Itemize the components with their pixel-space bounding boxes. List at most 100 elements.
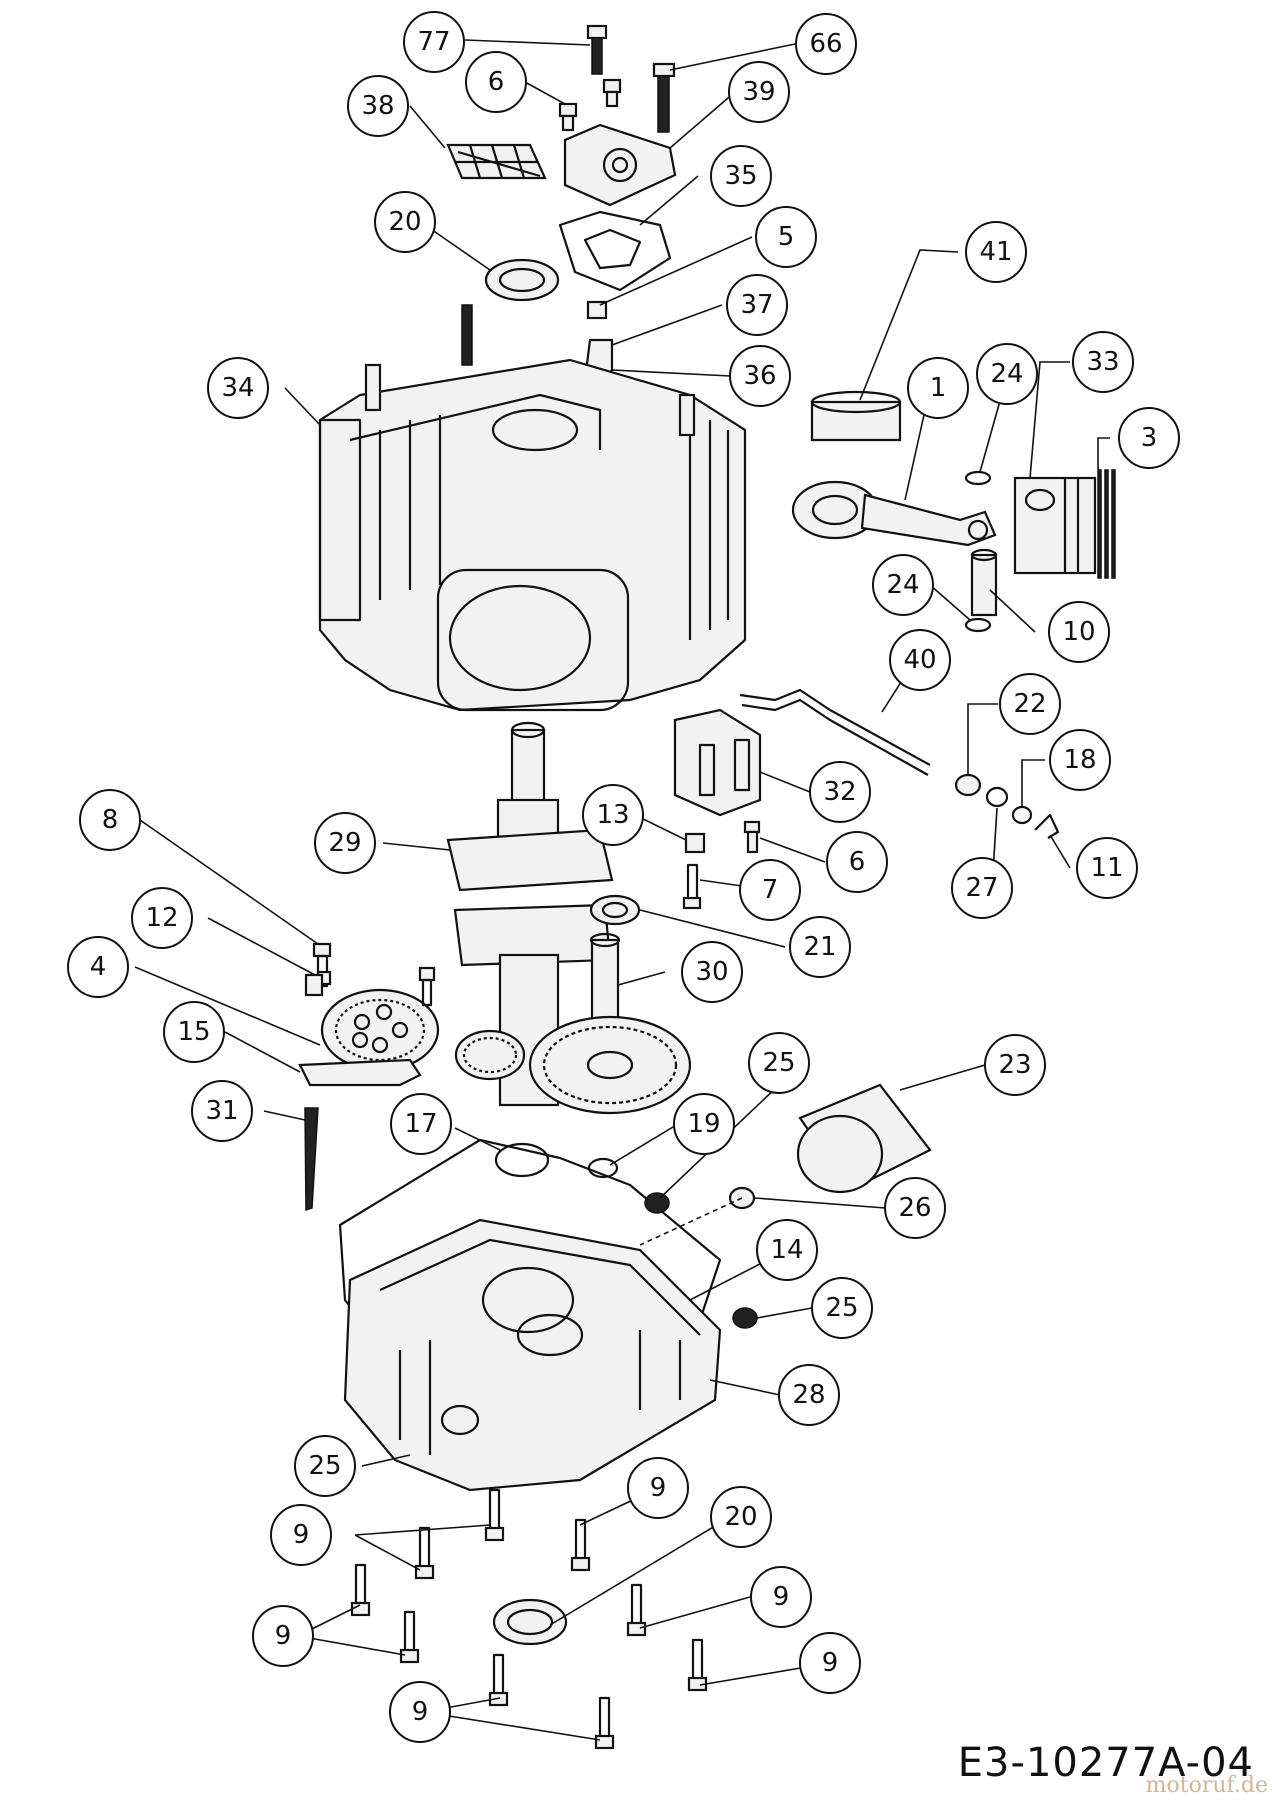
callout-circle xyxy=(999,673,1061,735)
callout-label: 24 xyxy=(886,570,919,600)
callout-label: 27 xyxy=(965,873,998,903)
part-9-bolt xyxy=(399,1610,420,1664)
callout-30: 30 xyxy=(681,941,743,1003)
callout-label: 29 xyxy=(328,828,361,858)
callout-circle xyxy=(582,784,644,846)
part-6-bolt-mid xyxy=(743,820,761,854)
callout-label: 10 xyxy=(1062,617,1095,647)
part-34-engine-block xyxy=(318,304,747,712)
callout-circle xyxy=(778,1364,840,1426)
callout-35: 35 xyxy=(710,145,772,207)
callout-label: 34 xyxy=(221,373,254,403)
callout-label: 39 xyxy=(742,77,775,107)
part-1-connecting-rod xyxy=(791,480,997,547)
part-66-bolt xyxy=(652,62,676,133)
callout-label: 15 xyxy=(177,1017,210,1047)
callout-label: 26 xyxy=(898,1193,931,1223)
part-9-bolt xyxy=(484,1488,505,1542)
callout-3: 3 xyxy=(1118,407,1180,469)
part-9-bolt xyxy=(687,1638,708,1692)
callout-20: 20 xyxy=(374,191,436,253)
part-5-nut xyxy=(586,300,608,320)
part-19-washer xyxy=(587,1157,619,1179)
part-9-bolts xyxy=(350,1488,708,1750)
callout-36: 36 xyxy=(729,345,791,407)
callout-18: 18 xyxy=(1049,729,1111,791)
callout-29: 29 xyxy=(314,812,376,874)
part-22-bushing xyxy=(954,773,982,797)
part-32-rocker-assembly xyxy=(673,708,762,817)
callout-31: 31 xyxy=(191,1080,253,1142)
callout-6: 6 xyxy=(826,831,888,893)
callout-circle xyxy=(884,1177,946,1239)
callout-4: 4 xyxy=(67,936,129,998)
callout-21: 21 xyxy=(789,916,851,978)
callout-circle xyxy=(907,357,969,419)
callout-label: 40 xyxy=(903,645,936,675)
callout-23: 23 xyxy=(984,1034,1046,1096)
callout-circle xyxy=(163,1001,225,1063)
watermark-logo: motoruf.de xyxy=(1145,1773,1268,1798)
callout-circle xyxy=(710,145,772,207)
callout-label: 5 xyxy=(778,222,795,252)
callout-circle xyxy=(748,1032,810,1094)
part-40-governor-shaft xyxy=(739,688,931,776)
callout-label: 9 xyxy=(773,1582,790,1612)
callout-39: 39 xyxy=(728,61,790,123)
part-18-washer xyxy=(1011,805,1033,825)
callout-circle xyxy=(270,1504,332,1566)
callout-14: 14 xyxy=(756,1219,818,1281)
callout-25: 25 xyxy=(748,1032,810,1094)
part-29-crankshaft xyxy=(446,721,614,1107)
callout-25: 25 xyxy=(294,1435,356,1497)
callout-label: 66 xyxy=(809,29,842,59)
callout-label: 28 xyxy=(792,1380,825,1410)
drawing-code: E3-10277A-04 xyxy=(957,1740,1254,1786)
callout-label: 6 xyxy=(849,847,866,877)
callout-label: 12 xyxy=(145,903,178,933)
callout-17: 17 xyxy=(390,1093,452,1155)
callout-circle xyxy=(681,941,743,1003)
part-9-bolt xyxy=(626,1583,647,1637)
callout-label: 20 xyxy=(724,1502,757,1532)
callout-circle xyxy=(390,1093,452,1155)
part-3-piston-rings xyxy=(1097,469,1116,579)
callout-9: 9 xyxy=(627,1457,689,1519)
callout-circle xyxy=(984,1034,1046,1096)
part-4-oil-pump xyxy=(320,966,440,1072)
callout-9: 9 xyxy=(750,1566,812,1628)
callout-label: 25 xyxy=(762,1048,795,1078)
callout-circle xyxy=(79,789,141,851)
callout-circle xyxy=(131,887,193,949)
callout-label: 77 xyxy=(417,27,450,57)
callout-circle xyxy=(789,916,851,978)
part-31-gasket-strip xyxy=(304,1107,319,1212)
callout-10: 10 xyxy=(1048,601,1110,663)
callout-5: 5 xyxy=(755,206,817,268)
callout-9: 9 xyxy=(799,1632,861,1694)
callout-28: 28 xyxy=(778,1364,840,1426)
callout-40: 40 xyxy=(889,629,951,691)
callout-circle xyxy=(347,75,409,137)
part-6-bolt-top xyxy=(558,78,622,132)
callout-1: 1 xyxy=(907,357,969,419)
part-30-cam-gear xyxy=(528,1015,692,1115)
parts-layer xyxy=(298,24,1116,1750)
callout-6: 6 xyxy=(465,51,527,113)
callout-label: 23 xyxy=(998,1050,1031,1080)
callout-circle xyxy=(673,1093,735,1155)
callout-circle xyxy=(739,859,801,921)
part-7-bolt xyxy=(682,863,702,910)
callout-circle xyxy=(294,1435,356,1497)
callout-label: 18 xyxy=(1063,745,1096,775)
callout-label: 4 xyxy=(90,952,107,982)
callout-circle xyxy=(1076,837,1138,899)
callout-8: 8 xyxy=(79,789,141,851)
callout-9: 9 xyxy=(389,1681,451,1743)
callout-circle xyxy=(374,191,436,253)
part-15-pump-cover xyxy=(298,1058,422,1087)
callout-15: 15 xyxy=(163,1001,225,1063)
callout-label: 11 xyxy=(1090,853,1123,883)
part-11-clip xyxy=(1034,813,1060,839)
callout-label: 9 xyxy=(412,1697,429,1727)
